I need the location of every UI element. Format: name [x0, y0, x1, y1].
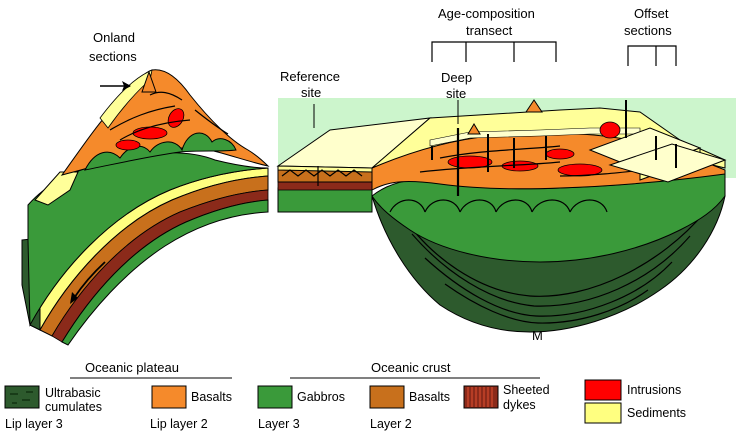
- age-label-line1: Age-composition: [438, 6, 535, 21]
- age-transect-bracket: [431, 41, 557, 62]
- legend-dykes-line2: dykes: [503, 398, 536, 412]
- legend-sediments-label: Sediments: [627, 406, 686, 420]
- deep-label-line2: site: [446, 86, 466, 101]
- mountain-intrusion-1: [132, 126, 168, 140]
- onland-arrow-head: [122, 81, 131, 91]
- legend-swatch-gabbros: [257, 385, 293, 409]
- plateau-sediment-top: [371, 107, 726, 169]
- legend-swatch-lip-basalts: [151, 385, 187, 409]
- offset-label-line2: sections: [624, 23, 672, 38]
- plateau-volcano-2: [467, 123, 481, 135]
- legend-crust-basalts-layer: Layer 2: [370, 417, 412, 431]
- legend-crust-basalts-label: Basalts: [409, 390, 450, 404]
- mountain-gabbro-hills: [84, 132, 237, 171]
- legend-swatch-crust-basalts: [369, 385, 405, 409]
- legend-intrusions-label: Intrusions: [627, 383, 681, 397]
- offset-sections-bracket: [627, 45, 677, 66]
- legend-swatch-cumulates: [4, 385, 40, 409]
- legend-group-crust: Oceanic crust: [371, 360, 451, 375]
- legend-swatch-intrusions: [584, 379, 622, 401]
- bowl-layering: [399, 211, 706, 324]
- slab-gabbro: [61, 199, 269, 346]
- plateau-intrusion-5: [545, 148, 575, 160]
- reference-label-line1: Reference: [280, 69, 340, 84]
- onland-section-block: [21, 69, 270, 346]
- age-label-line2: transect: [466, 23, 513, 38]
- reference-crust-gabbro: [277, 187, 373, 213]
- legend-lip-basalts-layer: Lip layer 2: [150, 417, 208, 431]
- mountain-strata-lines: [109, 91, 229, 141]
- mountain-volcano: [141, 70, 157, 93]
- legend-gabbros-layer: Layer 3: [258, 417, 300, 431]
- gabbro-scallops: [389, 199, 608, 213]
- legend-gabbros-label: Gabbros: [297, 390, 345, 404]
- deep-label-line1: Deep: [441, 70, 472, 85]
- legend-cumulates-pattern: [10, 391, 33, 404]
- plateau-strata-lines: [419, 145, 691, 177]
- onland-label-line2: sections: [89, 49, 137, 64]
- slab-motion-arrow: [73, 261, 106, 299]
- legend-cumulates-line2: cumulates: [45, 400, 102, 414]
- legend-dykes-line1: Sheeted: [503, 383, 550, 397]
- reference-label-line2: site: [301, 85, 321, 100]
- slab-motion-arrowhead: [70, 292, 78, 304]
- left-sediment-wedge: [34, 171, 79, 206]
- legend: Oceanic plateau Oceanic crust Ultrabasic…: [4, 360, 686, 431]
- legend-group-plateau: Oceanic plateau: [85, 360, 179, 375]
- legend-swatch-sediments: [584, 402, 622, 424]
- ocean-plateau-block: [276, 99, 727, 333]
- offset-label-line1: Offset: [634, 6, 669, 21]
- legend-swatch-dykes: [463, 385, 499, 409]
- reference-shelf-teeth: [281, 169, 363, 177]
- plateau-volcano-1: [525, 99, 543, 113]
- legend-cumulates-layer: Lip layer 3: [5, 417, 63, 431]
- mountain-sediment-ridge: [99, 69, 153, 129]
- plateau-intrusion-4: [599, 121, 621, 139]
- offset-step-2: [608, 143, 727, 183]
- legend-lip-basalts-label: Basalts: [191, 390, 232, 404]
- moho-label: M: [532, 328, 543, 343]
- mountain-intrusion-2: [115, 139, 141, 151]
- legend-cumulates-line1: Ultrabasic: [45, 386, 101, 400]
- onland-label-line1: Onland: [93, 30, 135, 45]
- legend-dykes-pattern: [467, 387, 493, 407]
